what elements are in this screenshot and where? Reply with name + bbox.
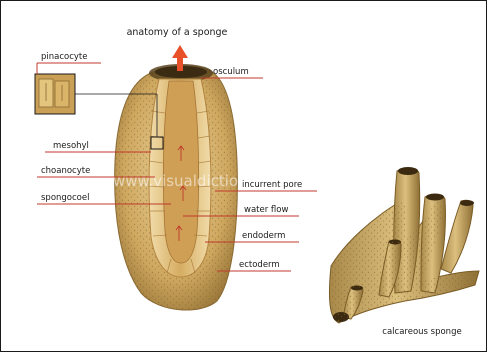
diagram-title: anatomy of a sponge xyxy=(127,27,228,38)
label-mesohyl: mesohyl xyxy=(53,141,89,151)
label-ectoderm: ectoderm xyxy=(239,260,280,270)
label-water-flow: water flow xyxy=(244,205,288,215)
label-spongocoel: spongocoel xyxy=(41,193,89,203)
calcareous-sponge-illustration xyxy=(329,167,479,323)
label-endoderm: endoderm xyxy=(242,231,285,241)
label-choanocyte: choanocyte xyxy=(41,166,90,176)
label-osculum: osculum xyxy=(213,67,249,77)
label-incurrent-pore: incurrent pore xyxy=(242,180,302,190)
watermark-text: www.visualdictionaryonline.com xyxy=(113,172,354,190)
label-pinacocyte: pinacocyte xyxy=(41,52,88,62)
label-calcareous-sponge: calcareous sponge xyxy=(382,327,461,337)
label-pinacocyte-group: pinacocyte xyxy=(37,52,101,74)
